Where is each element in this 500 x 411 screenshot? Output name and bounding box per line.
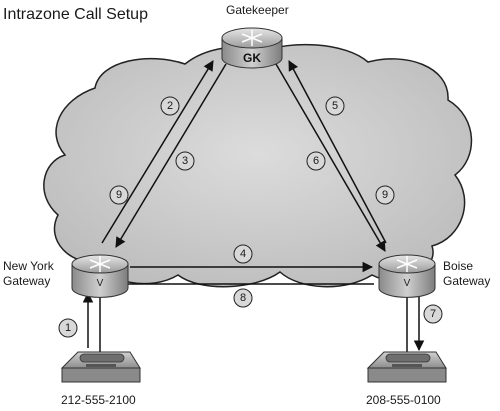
arrow-step-3 [115,63,227,248]
router-arrows-icon [89,256,111,272]
right-phone-number: 208-555-0100 [366,393,441,407]
step-9-right-label: 9 [382,189,388,201]
step-2-label: 2 [167,100,173,112]
new-york-label-line2: Gateway [3,274,50,288]
diagram-title: Intrazone Call Setup [3,6,148,23]
step-badge-8: 8 [233,288,253,308]
step-4-label: 4 [240,248,246,260]
step-badge-3: 3 [175,151,195,171]
step-badge-9-right: 9 [375,185,395,205]
new-york-tag: V [97,278,104,289]
right-phone-icon [366,351,447,383]
boise-label-line1: Boise [443,259,473,273]
router-arrows-icon [396,256,418,272]
step-badge-2: 2 [160,96,180,116]
gatekeeper-label: Gatekeeper [226,3,289,17]
network-cloud [43,43,473,288]
step-6-label: 6 [313,155,319,167]
boise-label-line2: Gateway [443,274,490,288]
step-badge-4: 4 [233,244,253,264]
step-badge-5: 5 [325,96,345,116]
step-3-label: 3 [182,155,188,167]
step-9-left-label: 9 [116,189,122,201]
step-5-label: 5 [332,100,338,112]
new-york-label-line1: New York [3,259,55,273]
left-phone-number: 212-555-2100 [61,393,136,407]
step-badges: 1 2 3 4 5 6 7 8 9 9 [58,96,443,338]
left-phone-icon [60,351,141,383]
arrows [82,60,425,352]
step-1-label: 1 [65,322,71,334]
step-badge-7: 7 [423,304,443,324]
gatekeeper-tag: GK [243,51,261,65]
gatekeeper-router: GK [221,27,283,69]
arrow-step-6 [275,63,386,252]
arrow-step-5 [288,60,387,244]
router-arrows-icon [241,30,263,46]
new-york-gateway-router: V [71,254,129,298]
boise-tag: V [404,278,411,289]
arrow-step-2 [101,60,214,244]
step-7-label: 7 [430,308,436,320]
step-badge-1: 1 [58,318,78,338]
step-8-label: 8 [240,292,246,304]
step-badge-9-left: 9 [109,185,129,205]
step-badge-6: 6 [306,151,326,171]
boise-gateway-router: V [378,254,436,298]
